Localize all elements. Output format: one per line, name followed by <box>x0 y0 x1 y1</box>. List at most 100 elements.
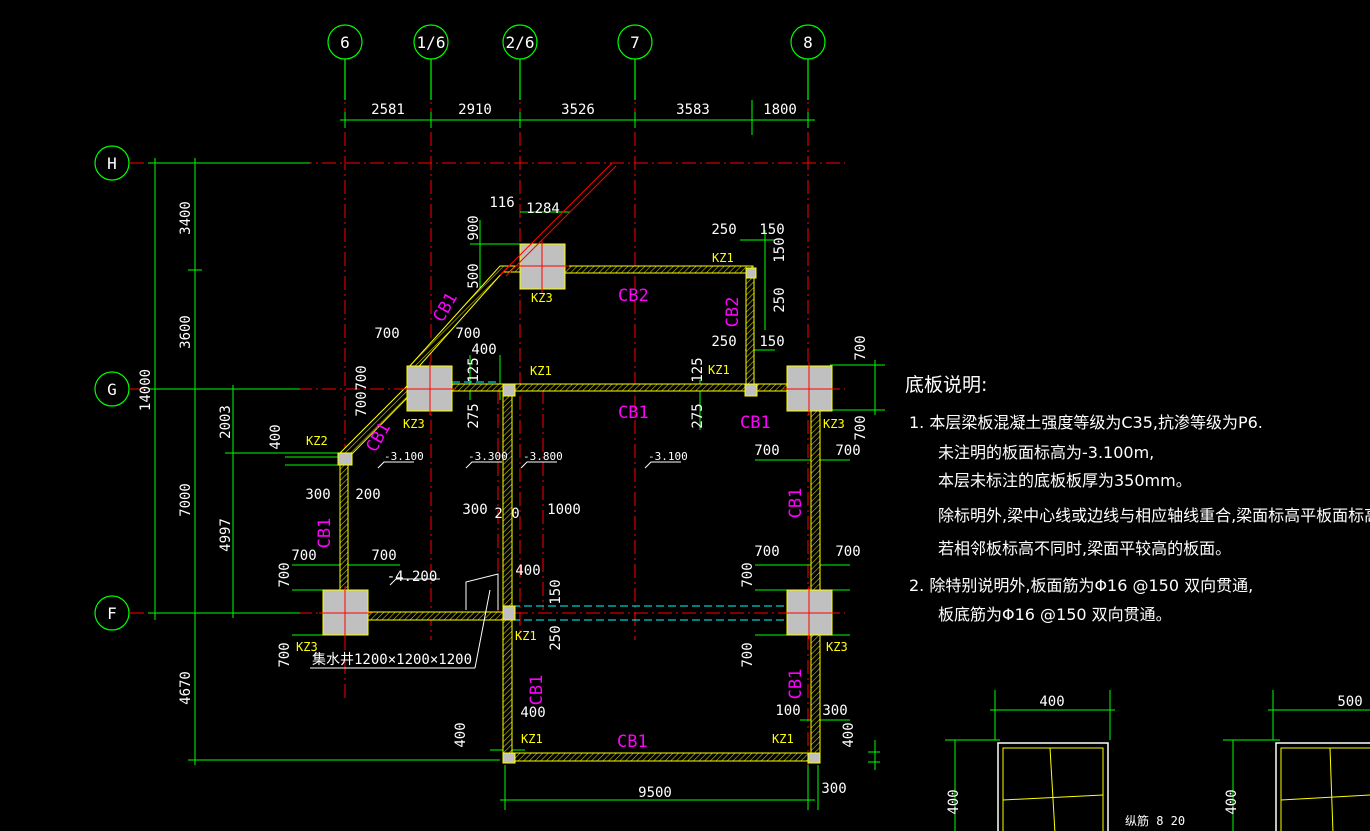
dim-400-e: 400 <box>453 722 469 747</box>
label-cb1-right-lower: CB1 <box>786 669 806 700</box>
dim-250-mid: 250 <box>711 334 736 350</box>
dim-900: 900 <box>466 215 482 240</box>
dim-150-top: 150 <box>759 222 784 238</box>
notes-item-2-line-1: 2. 除特别说明外,板面筋为Φ16 @150 双向贯通, <box>909 576 1254 595</box>
notes-item-1-line-5: 若相邻板标高不同时,梁面平较高的板面。 <box>938 539 1232 558</box>
label-kz3-top: KZ3 <box>531 291 553 305</box>
axis-label-7: 7 <box>630 33 640 52</box>
left-dim-7000: 7000 <box>178 483 194 517</box>
label-cb1-g-right: CB1 <box>740 413 771 433</box>
notes-item-1-line-3: 本层未标注的底板板厚为350mm。 <box>938 471 1192 490</box>
left-dim-4997: 4997 <box>218 518 234 552</box>
column-kz1-b <box>502 383 516 397</box>
dim-700-c: 700 <box>354 365 370 390</box>
label-kz1-b: KZ1 <box>530 364 552 378</box>
dim-500: 500 <box>466 263 482 288</box>
dashed-beam-f <box>452 381 787 621</box>
axis-label-h: H <box>107 154 117 173</box>
axis-label-6: 6 <box>340 33 350 52</box>
dim-1284: 1284 <box>526 201 560 217</box>
left-dim-4670: 4670 <box>178 671 194 705</box>
label-cb2-right: CB2 <box>723 297 743 328</box>
dim-150-vert: 150 <box>772 237 788 262</box>
top-dim-4: 3583 <box>676 102 710 118</box>
axis-bubble-h <box>94 145 130 181</box>
level-3300: -3.300 <box>468 450 508 463</box>
dim-400-c: 400 <box>515 563 540 579</box>
label-kz1-e: KZ1 <box>521 732 543 746</box>
section-1-height: 400 <box>946 789 962 814</box>
dim-125-b: 125 <box>690 357 706 382</box>
level-3100-left: -3.100 <box>384 450 424 463</box>
notes-title: 底板说明: <box>905 374 988 396</box>
dim-700-p: 700 <box>740 642 756 667</box>
dim-300-c: 300 <box>822 703 847 719</box>
level-3100-mid: -3.100 <box>648 450 688 463</box>
beam-cb2-right <box>745 267 755 389</box>
beam-cb1-right-lower <box>810 634 821 754</box>
dim-250-top: 250 <box>711 222 736 238</box>
notes-item-2-line-2: 板底筋为Φ16 @150 双向贯通。 <box>938 605 1172 624</box>
axis-grid <box>130 60 845 780</box>
label-cb1-g: CB1 <box>618 403 649 423</box>
dim-700-a: 700 <box>374 326 399 342</box>
beam-cb1-g <box>451 383 748 392</box>
label-kz1-c: KZ1 <box>708 363 730 377</box>
section-2-height: 400 <box>1224 789 1240 814</box>
dim-700-f: 700 <box>853 415 869 440</box>
column-kz1-f <box>807 752 821 764</box>
label-kz1-d: KZ1 <box>515 629 537 643</box>
beam-cb1-bottom <box>511 752 811 762</box>
left-dim-3400: 3400 <box>178 201 194 235</box>
label-kz3-f-right: KZ3 <box>826 640 848 654</box>
dim-125-a: 125 <box>466 357 482 382</box>
beam-cb1-inner <box>502 392 513 609</box>
axis-bubbles <box>94 24 826 631</box>
top-dim-2: 2910 <box>458 102 492 118</box>
dim-200: 200 <box>355 487 380 503</box>
beam-cb1-f <box>367 611 504 621</box>
level-mark-4200: -4.200 <box>387 569 438 585</box>
beam-cb1-left <box>339 464 349 591</box>
left-dim-3600: 3600 <box>178 315 194 349</box>
dim-700-n: 700 <box>277 642 293 667</box>
column-kz1-e <box>502 752 516 764</box>
notes-item-1-line-2: 未注明的板面标高为-3.100m, <box>938 443 1155 462</box>
label-kz1-a: KZ1 <box>712 251 734 265</box>
dim-275-b: 275 <box>690 403 706 428</box>
dim-250-vert: 250 <box>772 287 788 312</box>
dim-1000: 1000 <box>547 502 581 518</box>
dim-700-j: 700 <box>371 548 396 564</box>
left-dim-2003: 2003 <box>218 405 234 439</box>
axis-label-8: 8 <box>803 33 813 52</box>
dim-250-d: 250 <box>548 625 564 650</box>
sump-label: 集水井1200×1200×1200 <box>312 651 472 668</box>
dim-700-h: 700 <box>835 443 860 459</box>
dim-400-b: 400 <box>268 424 284 449</box>
dim-400-f: 400 <box>841 722 857 747</box>
level-markers: -3.100 -3.300 -3.800 -3.100 <box>377 450 688 586</box>
beam-cb1-right-upper <box>810 409 821 591</box>
dim-700-d: 700 <box>354 391 370 416</box>
dim-700-o: 700 <box>740 562 756 587</box>
label-cb1-right-upper: CB1 <box>786 488 806 519</box>
section-1-rebar: 纵筋 8 20 <box>1125 813 1185 828</box>
dim-275-a: 275 <box>466 403 482 428</box>
dim-400-d: 400 <box>520 705 545 721</box>
dim-116: 116 <box>489 195 514 211</box>
column-kz1-c <box>744 383 758 397</box>
section-1-width: 400 <box>1039 694 1064 710</box>
axis-labels: 6 1/6 2/6 7 8 H G F <box>107 33 813 623</box>
section-detail-1: 400 400 纵筋 8 20 <box>945 690 1185 831</box>
notes-item-1-line-4: 除标明外,梁中心线或边线与相应轴线重合,梁面标高平板面标高。 <box>938 506 1370 525</box>
label-kz3-g-right: KZ3 <box>823 417 845 431</box>
axis-bubble-g <box>94 371 130 407</box>
column-labels: KZ3 KZ1 KZ1 KZ1 KZ3 KZ3 KZ2 KZ1 KZ3 KZ3 … <box>296 251 848 746</box>
dim-300-a: 300 <box>305 487 330 503</box>
dim-100: 100 <box>775 703 800 719</box>
label-cb1-lower-left: CB1 <box>527 675 547 706</box>
column-kz1-d <box>502 605 516 621</box>
beam-cb2-top <box>564 265 754 274</box>
beam-labels: CB2 CB2 CB1 CB1 CB1 CB1 CB1 CB1 CB1 CB1 … <box>315 286 806 752</box>
label-kz3-g-left: KZ3 <box>403 417 425 431</box>
